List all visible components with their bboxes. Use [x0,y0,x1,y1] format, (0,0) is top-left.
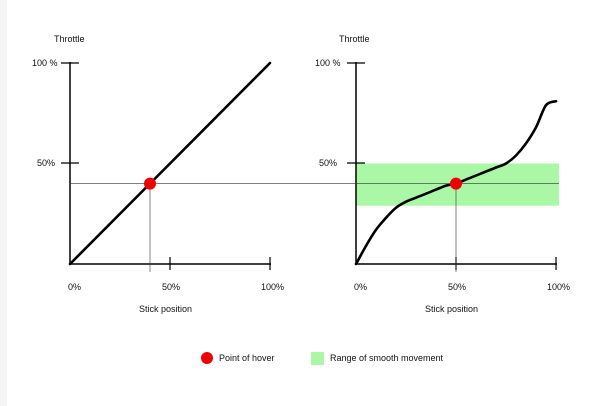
right-ytick-label-50: 50% [319,158,337,168]
legend-smooth-label: Range of smooth movement [330,353,444,363]
throttle-curves-diagram: Throttle 100 % 50% 0% 50% 100% Stick pos… [32,34,570,365]
legend-hover-swatch [201,352,213,364]
left-xtick-label-100: 100% [261,282,284,292]
left-ytick-label-100: 100 % [32,58,58,68]
right-xtick-label-50: 50% [448,282,466,292]
right-ytick-label-100: 100 % [315,58,341,68]
left-linear-curve [68,61,272,266]
legend-smooth-swatch [311,352,324,365]
legend-hover-label: Point of hover [219,353,275,363]
left-xlabel: Stick position [139,304,192,314]
right-xtick-label-100: 100% [547,282,570,292]
left-ytick-label-50: 50% [37,158,55,168]
left-ylabel: Throttle [54,34,85,44]
left-hover-point [144,177,156,190]
left-xtick-label-0: 0% [68,282,81,292]
diagram-panel: Throttle 100 % 50% 0% 50% 100% Stick pos… [7,0,594,406]
right-xlabel: Stick position [425,304,478,314]
left-xtick-label-50: 50% [162,282,180,292]
right-xtick-label-0: 0% [354,282,367,292]
right-chart: Throttle 100 % 50% 0% 50% 100% Stick pos… [315,34,570,314]
legend: Point of hover Range of smooth movement [201,352,444,365]
left-chart: Throttle 100 % 50% 0% 50% 100% Stick pos… [32,34,284,314]
right-hover-point [450,177,462,190]
right-ylabel: Throttle [339,34,370,44]
